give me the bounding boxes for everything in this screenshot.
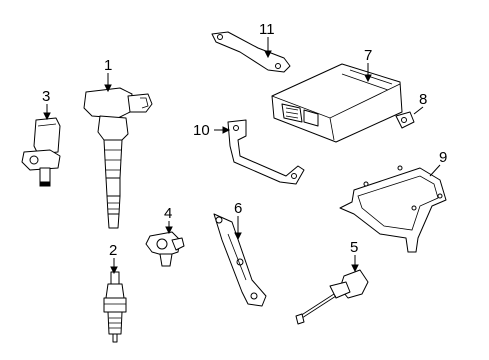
callout-label-10: 10 (193, 122, 210, 139)
part-spark-plug (103, 271, 127, 343)
callout-label-2: 2 (109, 242, 117, 259)
part-ecu-module (271, 63, 403, 143)
callout-label-11: 11 (259, 21, 275, 38)
callout-label-7: 7 (364, 47, 372, 64)
part-knock-sensor (145, 231, 185, 267)
part-upper-bracket (211, 31, 291, 73)
callout-8: 8 (413, 91, 427, 115)
callout-label-9: 9 (439, 149, 447, 166)
callout-3: 3 (42, 88, 51, 121)
part-bracket-plate (213, 213, 267, 307)
callout-1: 1 (104, 57, 112, 93)
callout-6: 6 (234, 200, 242, 241)
callout-label-1: 1 (104, 57, 112, 74)
callout-label-6: 6 (234, 200, 242, 217)
callout-label-3: 3 (42, 88, 50, 105)
part-oxygen-sensor (295, 269, 369, 325)
callout-label-5: 5 (350, 239, 358, 256)
callout-7: 7 (364, 47, 372, 83)
part-clip (395, 111, 415, 129)
callout-label-8: 8 (419, 91, 427, 108)
part-camshaft-sensor (21, 117, 61, 187)
callout-9: 9 (429, 149, 447, 177)
part-frame-bracket (339, 165, 447, 253)
callout-11: 11 (259, 21, 275, 59)
callout-2: 2 (109, 242, 118, 275)
callout-4: 4 (164, 205, 173, 235)
callout-label-4: 4 (164, 205, 172, 222)
part-mounting-bracket (227, 119, 305, 185)
part-ignition-coil (83, 87, 153, 229)
callout-10: 10 (193, 122, 231, 139)
callout-5: 5 (350, 239, 359, 273)
